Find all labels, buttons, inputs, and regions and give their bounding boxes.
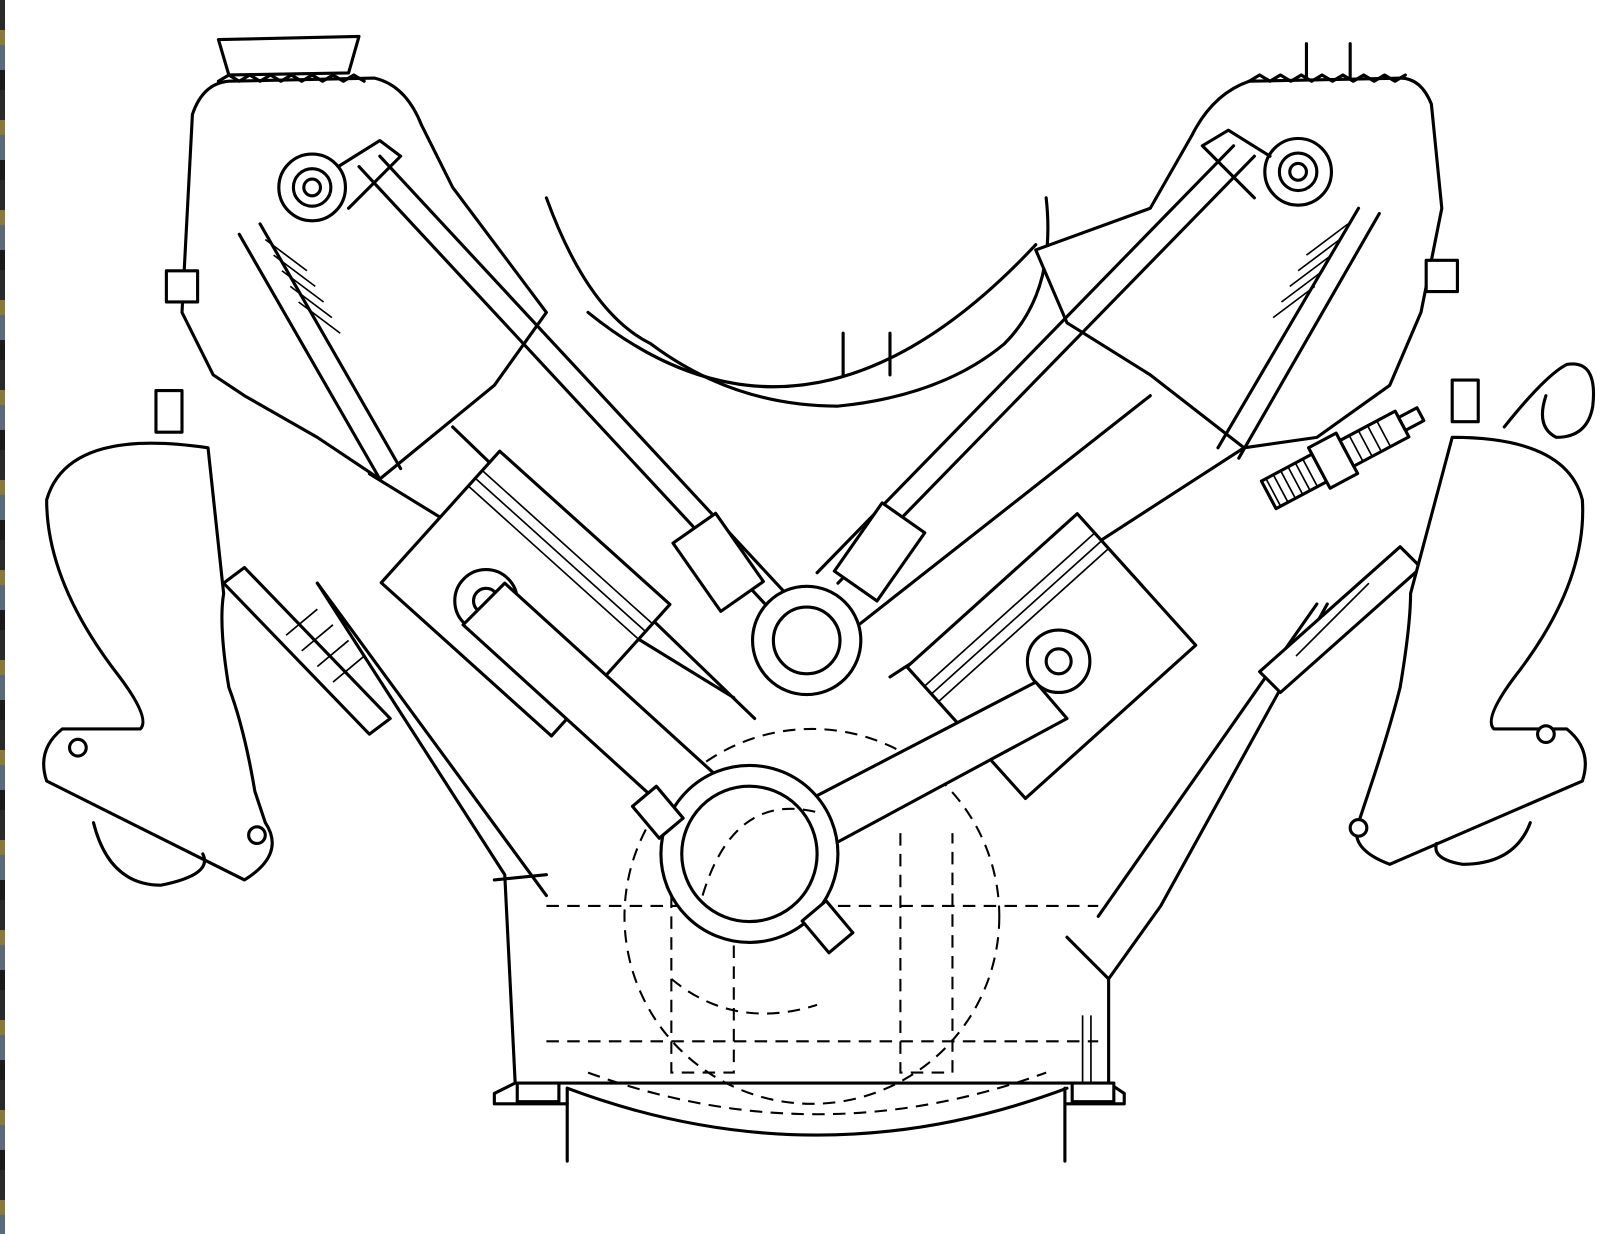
bolt [154, 388, 184, 434]
bolt [1424, 258, 1459, 294]
right-bank [763, 42, 1596, 918]
right-manifold-outlet [1434, 821, 1532, 866]
manifold-bolt-hole [67, 737, 88, 758]
bolt [164, 269, 200, 304]
right-rocker-arm [1200, 128, 1333, 207]
engine-cross-section-drawing [42, 34, 1596, 1163]
right-piston-pin [1025, 628, 1092, 695]
photo-edge-strip [0, 0, 5, 1234]
distributor-stub [841, 331, 892, 377]
camshaft [750, 584, 863, 697]
left-rocker-arm [277, 139, 403, 223]
right-breather-tube [1304, 42, 1352, 80]
right-valve-cover-crenel [1247, 73, 1407, 83]
manifold-bolt-hole [1536, 724, 1556, 745]
bolt [1450, 378, 1480, 424]
right-pushrod [815, 144, 1256, 585]
big-end-cap [630, 784, 855, 955]
right-head-bolt [1258, 545, 1423, 695]
valley-cover [544, 196, 1050, 408]
right-lifter [832, 501, 927, 603]
dipstick-loop [1502, 362, 1596, 439]
bolt [515, 1081, 561, 1104]
manifold-bolt-hole [247, 825, 267, 846]
crankshaft-journal [659, 763, 840, 944]
right-exhaust-manifold [1354, 435, 1587, 866]
right-valve-spring [1216, 206, 1381, 460]
left-oil-filler-cap [216, 34, 361, 77]
spark-plug [1259, 406, 1426, 511]
left-manifold-outlet [91, 821, 206, 887]
left-exhaust-manifold [42, 441, 274, 882]
left-lifter [671, 511, 765, 613]
left-valve-spring [237, 222, 403, 481]
manifold-bolt-hole [1348, 817, 1369, 838]
crank-counterweight [623, 727, 1001, 1105]
left-piston [379, 449, 672, 738]
bolt [1070, 1081, 1116, 1104]
left-bank [42, 34, 788, 898]
left-head-bolt [222, 565, 392, 736]
right-cylinder-head [1034, 76, 1444, 450]
bolt-thread [1081, 1015, 1092, 1084]
